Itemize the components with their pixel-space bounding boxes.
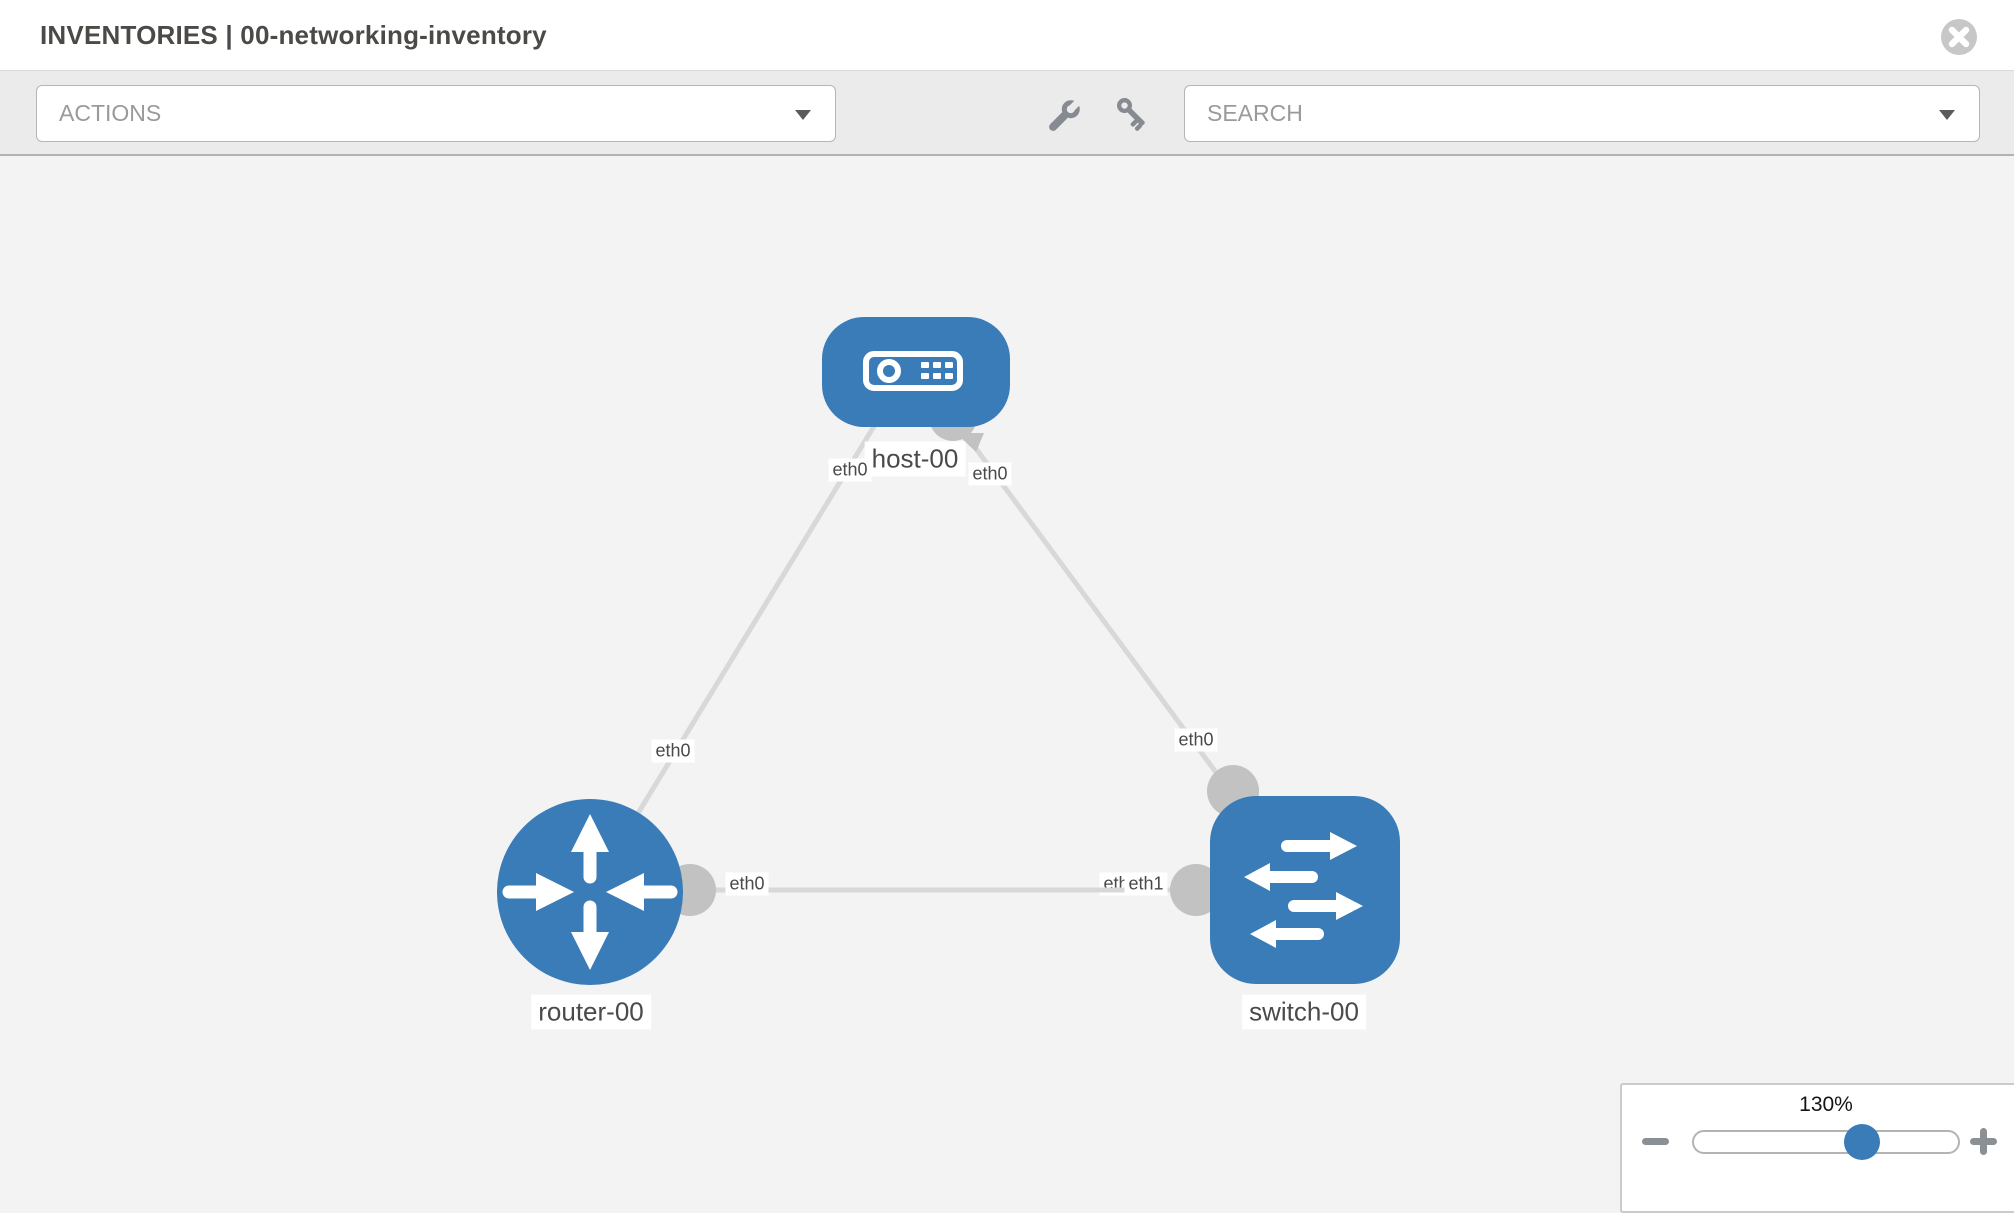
node-host-00[interactable] xyxy=(822,317,1010,427)
zoom-slider-handle[interactable] xyxy=(1844,1124,1880,1160)
node-label-router-00: router-00 xyxy=(531,994,651,1030)
interface-label-mid-left: eth0 xyxy=(725,872,769,896)
interface-label-router-top: eth0 xyxy=(651,739,695,763)
close-icon xyxy=(1941,19,1977,55)
host-icon xyxy=(863,351,963,391)
link-host-router[interactable] xyxy=(587,398,893,894)
switch-icon xyxy=(1244,832,1363,948)
key-button[interactable] xyxy=(1113,95,1153,135)
zoom-in-button[interactable] xyxy=(1970,1128,1997,1155)
interface-label-host-left: eth0 xyxy=(828,458,872,482)
node-switch-00[interactable] xyxy=(1210,796,1400,984)
toolbar: ACTIONS SEARCH xyxy=(0,71,2014,156)
node-router-00[interactable] xyxy=(497,799,683,985)
search-dropdown[interactable]: SEARCH xyxy=(1184,85,1980,142)
link-arrowhead xyxy=(956,433,984,452)
interface-label-switch-top: eth0 xyxy=(1174,728,1218,752)
wrench-icon xyxy=(1049,98,1082,131)
node-label-host-00: host-00 xyxy=(864,441,966,477)
zoom-percent-label: 130% xyxy=(1799,1093,1853,1116)
zoom-control-panel: 130% xyxy=(1620,1083,2014,1213)
node-label-switch-00: switch-00 xyxy=(1242,994,1366,1030)
actions-dropdown[interactable]: ACTIONS xyxy=(36,85,836,142)
page-title: INVENTORIES | 00-networking-inventory xyxy=(40,20,547,50)
wrench-button[interactable] xyxy=(1043,95,1083,135)
connector-switch-left xyxy=(1170,864,1222,916)
zoom-slider[interactable] xyxy=(1692,1130,1960,1154)
interface-label-host-right: eth0 xyxy=(968,462,1012,486)
search-dropdown-label: SEARCH xyxy=(1207,100,1303,126)
key-icon xyxy=(1117,98,1145,131)
router-icon xyxy=(502,814,678,970)
chevron-down-icon xyxy=(795,110,811,120)
close-button[interactable] xyxy=(1940,18,1978,56)
chevron-down-icon xyxy=(1939,110,1955,120)
interface-label-mid-right: eth1 xyxy=(1124,872,1168,896)
header: INVENTORIES | 00-networking-inventory xyxy=(0,0,2014,71)
zoom-out-button[interactable] xyxy=(1642,1138,1669,1145)
actions-dropdown-label: ACTIONS xyxy=(59,100,162,126)
